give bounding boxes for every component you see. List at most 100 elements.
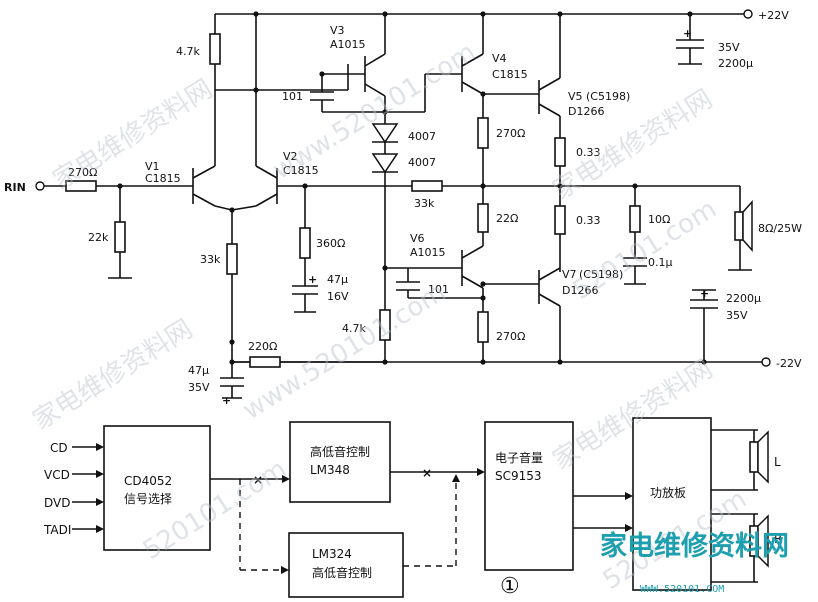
power-amp-label: 功放板 <box>650 485 686 500</box>
watermark-logo-url: WWW.520101.COM <box>640 584 724 595</box>
resistor-emitter-bottom-label: 0.33 <box>576 214 601 227</box>
transistor-v7-type: D1266 <box>562 284 598 297</box>
resistor-22: 22Ω <box>477 203 518 233</box>
watermark-domain-1: 520101.com <box>568 194 722 306</box>
resistor-220-label: 220Ω <box>248 340 277 353</box>
capacitor-2200u-top-rating: 35V <box>718 41 740 54</box>
resistor-22-label: 22Ω <box>496 212 518 225</box>
transistor-v6-name: V6 <box>410 232 425 245</box>
tone-control-lm348 <box>289 421 391 503</box>
resistor-emitter-033-top: 0.33 <box>554 137 601 167</box>
transistor-v3-name: V3 <box>330 24 345 37</box>
input-terminal: RIN <box>4 181 66 194</box>
transistor-v2-type: C1815 <box>283 164 319 177</box>
capacitor-2200u-top: + 35V 2200μ <box>676 27 753 70</box>
resistor-feedback-33k: 33k <box>411 180 443 210</box>
volume-line2: SC9153 <box>495 469 542 483</box>
transistor-v1-name: V1 <box>145 160 160 173</box>
block-diagram: CD VCD DVD TADI CD4052 信号选择 × 高低音控制 LM34… <box>43 417 782 599</box>
resistor-zobel-10: 10Ω <box>629 205 670 233</box>
svg-text:×: × <box>253 473 263 487</box>
svg-text:+: + <box>700 287 709 300</box>
resistor-zobel-label: 10Ω <box>648 213 670 226</box>
block-input-tadi: TADI <box>43 523 71 537</box>
transistor-v5: V5 (C5198) D1266 <box>538 77 630 118</box>
capacitor-101-bottom-label: 101 <box>428 283 449 296</box>
selector-line2: 信号选择 <box>124 492 172 506</box>
resistor-220: 220Ω <box>248 340 281 368</box>
block-input-dvd: DVD <box>44 496 70 510</box>
transistor-v7-alt: (C5198) <box>579 268 623 281</box>
transistor-v1: V1 C1815 <box>145 160 216 207</box>
resistor-input-label: 270Ω <box>68 166 97 179</box>
capacitor-47u-16v: + 47μ 16V <box>292 273 349 303</box>
transistor-v6-type: A1015 <box>410 246 446 259</box>
transistor-v2-name: V2 <box>283 150 298 163</box>
resistor-270-top-label: 270Ω <box>496 127 525 140</box>
tone2-line2: 高低音控制 <box>312 565 372 580</box>
resistor-360-label: 360Ω <box>316 237 345 250</box>
power-amp-board <box>632 417 712 591</box>
resistor-4k7-bottom-label: 4.7k <box>342 322 366 335</box>
selector-block <box>103 425 211 551</box>
selector-line1: CD4052 <box>124 474 172 488</box>
transistor-v3-type: A1015 <box>330 38 366 51</box>
transistor-v5-name: V5 <box>568 90 583 103</box>
resistor-4k7-top-label: 4.7k <box>176 45 200 58</box>
resistor-4k7-top: 4.7k <box>176 33 221 65</box>
transistor-v1-type: C1815 <box>145 172 181 185</box>
positive-rail: +22V <box>215 9 789 22</box>
resistor-22k: 22k <box>88 186 132 279</box>
diode-4007-2-label: 4007 <box>408 156 436 169</box>
block-input-cd: CD <box>50 441 68 455</box>
capacitor-2200u-bottom-value: 2200μ <box>726 292 761 305</box>
watermark-text-3: 家电维修资料网 <box>28 314 198 436</box>
capacitor-47u-35v-value: 47μ <box>188 364 209 377</box>
transistor-v4-type: C1815 <box>492 68 528 81</box>
speaker-8ohm: 8Ω/25W <box>728 186 802 271</box>
diode-4007-1: 4007 <box>371 112 436 144</box>
transistor-v4: V4 C1815 <box>461 52 528 95</box>
capacitor-zobel-label: 0.1μ <box>648 256 673 269</box>
resistor-tail-33k: 33k <box>200 243 238 275</box>
transistor-v5-type: D1266 <box>568 105 604 118</box>
resistor-270-bottom-label: 270Ω <box>496 330 525 343</box>
transistor-v3: V3 A1015 <box>330 24 386 97</box>
svg-text:+: + <box>308 273 317 286</box>
capacitor-2200u-bottom: + 2200μ 35V <box>690 287 761 322</box>
svg-text:+: + <box>222 394 231 407</box>
resistor-360: 360Ω <box>299 227 345 259</box>
tone1-line2: LM348 <box>310 463 350 477</box>
transistor-v4-name: V4 <box>492 52 507 65</box>
watermark-logo: 家电维修资料网 WWW.520101.COM <box>600 530 789 595</box>
diode-4007-2: 4007 <box>371 153 436 174</box>
tone-control-lm324 <box>288 532 404 598</box>
transistor-v5-alt: (C5198) <box>586 90 630 103</box>
svg-text:×: × <box>422 466 432 480</box>
resistor-270-bottom: 270Ω <box>477 311 525 343</box>
block-input-vcd: VCD <box>44 468 70 482</box>
transistor-v6: V6 A1015 <box>410 232 484 289</box>
capacitor-47u-16v-rating: 16V <box>327 290 349 303</box>
speaker-label: 8Ω/25W <box>758 222 802 235</box>
transistor-v7: V7 (C5198) D1266 <box>538 267 623 307</box>
volume-line1: 电子音量 <box>495 450 543 465</box>
positive-rail-label: +22V <box>758 9 789 22</box>
figure-number: ① <box>500 574 520 599</box>
resistor-emitter-top-label: 0.33 <box>576 146 601 159</box>
speaker-left-label: L <box>774 455 781 469</box>
resistor-22k-label: 22k <box>88 231 109 244</box>
capacitor-47u-35v: + 47μ 35V <box>188 364 244 407</box>
svg-text:+: + <box>683 27 692 40</box>
diode-4007-1-label: 4007 <box>408 130 436 143</box>
tone1-line1: 高低音控制 <box>310 444 370 459</box>
negative-rail-label: -22V <box>776 357 802 370</box>
resistor-270-top: 270Ω <box>477 117 525 149</box>
speaker-right-label: R <box>774 532 782 546</box>
speaker-left <box>749 441 759 473</box>
resistor-emitter-033-bottom: 0.33 <box>554 205 601 235</box>
watermark-logo-text: 家电维修资料网 <box>600 530 789 562</box>
electronic-volume-sc9153 <box>484 421 574 571</box>
